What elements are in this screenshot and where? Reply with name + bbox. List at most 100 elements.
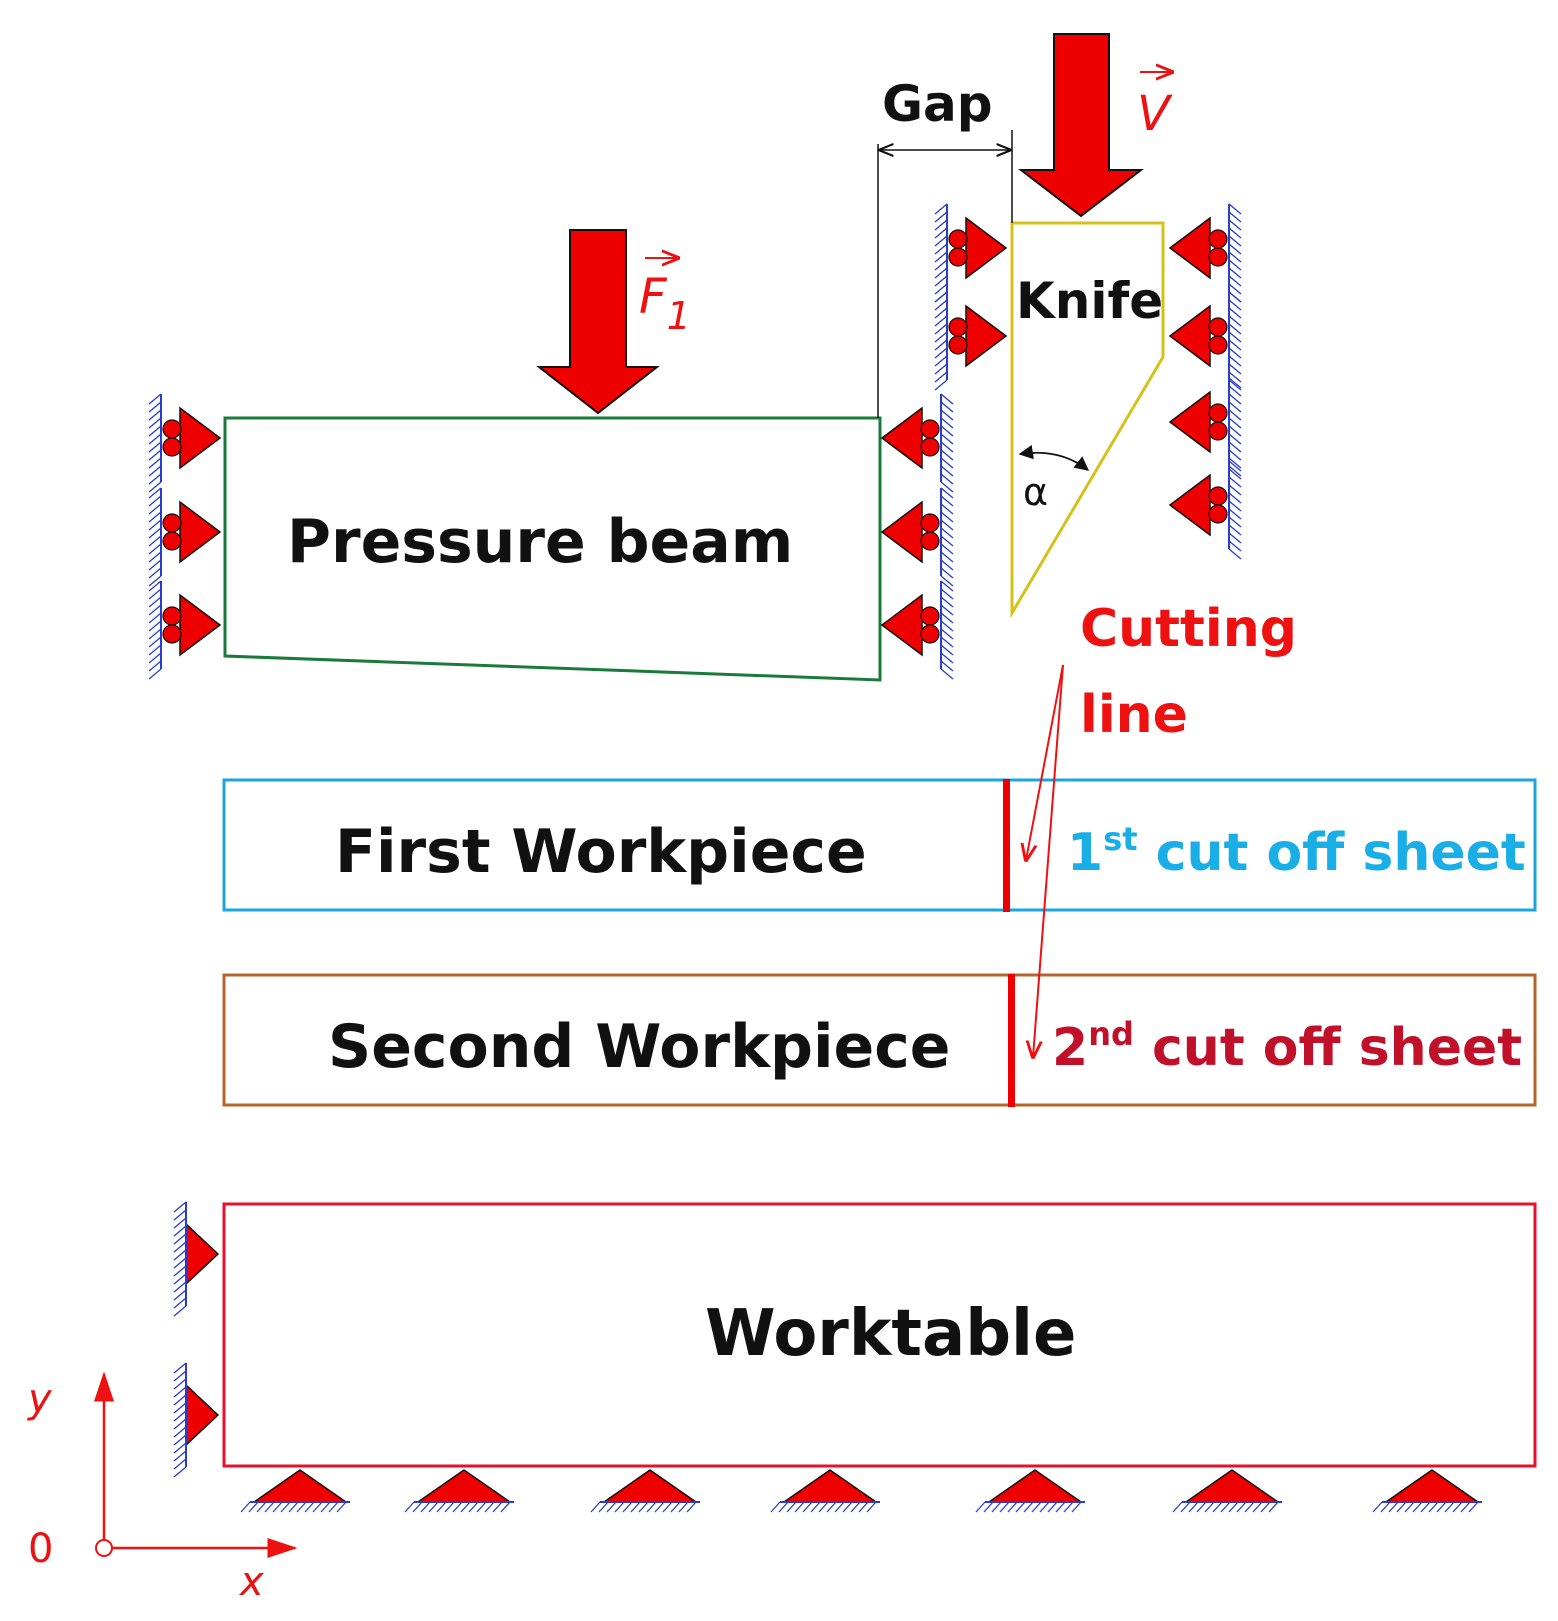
cutting-line-label-1: Cutting: [1080, 599, 1297, 659]
worktable-ground-support-6-hatch: [1188, 1501, 1199, 1513]
cut1-label: 1st cut off sheet: [1067, 820, 1526, 883]
beam-left-roller-support-1-hatch: [148, 465, 162, 477]
knife-body: [1010, 221, 1165, 619]
beam-right-roller-support-3-hatch: [940, 652, 954, 664]
worktable-left-pin-support-1-hatch: [173, 1289, 187, 1301]
worktable-ground-support-6-hatch: [1236, 1501, 1247, 1513]
beam-right-roller-support-1-hatch: [940, 401, 954, 413]
knife-left-roller-support-1-hatch: [934, 251, 948, 263]
knife-right-roller-support-1: [1168, 203, 1242, 303]
cutting-line-first-marker: [1003, 779, 1010, 912]
cut1-superscript: st: [1103, 820, 1137, 858]
beam-left-roller-support-1-hatch: [148, 401, 162, 413]
beam-right-roller-support-1-triangle: [880, 406, 923, 470]
knife-right-roller-support-4-hatch: [1228, 508, 1242, 520]
beam-right-roller-support-3-hatch: [940, 612, 954, 624]
knife-right-roller-support-4-hatch: [1228, 532, 1242, 544]
worktable-left-pin-support-2-hatch: [173, 1426, 187, 1438]
knife-left-roller-support-2-hatch: [934, 307, 948, 319]
worktable-ground-support-4-hatch: [834, 1501, 845, 1513]
knife-left-roller-support-2-roller-top: [948, 317, 968, 337]
worktable-ground-support-1: [240, 1469, 350, 1513]
knife-right-roller-support-3-hatch: [1228, 441, 1242, 453]
worktable-ground-support-1-hatch: [312, 1501, 323, 1513]
knife-left-roller-support-1-hatch: [934, 267, 948, 279]
worktable-ground-support-7-hatch: [1460, 1501, 1471, 1513]
worktable-ground-support-4-hatch: [778, 1501, 789, 1513]
worktable-ground-support-7-hatch: [1396, 1501, 1407, 1513]
worktable-ground-support-3-hatch: [598, 1501, 609, 1513]
worktable-ground-support-6-hatch: [1180, 1501, 1191, 1513]
beam-right-roller-support-3-hatch: [940, 628, 954, 640]
worktable-ground-support-3-hatch: [590, 1501, 601, 1513]
knife-right-roller-support-4-hatch: [1228, 540, 1242, 552]
gap-label: Gap: [882, 75, 993, 133]
beam-left-roller-support-1-hatch: [148, 449, 162, 461]
knife-right-roller-support-2-hatch: [1228, 371, 1242, 383]
knife-right-roller-support-1-hatch: [1228, 275, 1242, 287]
worktable-ground-support-7-hatch: [1372, 1501, 1383, 1513]
beam-right-roller-support-1-hatch: [940, 449, 954, 461]
worktable-left-pin-support-2-hatch: [173, 1442, 187, 1454]
beam-right-roller-support-2-hatch: [940, 503, 954, 515]
knife-right-roller-support-4-hatch: [1228, 500, 1242, 512]
worktable-ground-support-3-hatch: [654, 1501, 665, 1513]
worktable-ground-support-6-hatch: [1268, 1501, 1279, 1513]
beam-right-roller-support-3-hatch: [940, 668, 954, 680]
beam-right-roller-support-3-hatch: [940, 604, 954, 616]
worktable-ground-support-5-hatch: [1071, 1501, 1082, 1513]
worktable-ground-support-2-hatch: [484, 1501, 495, 1513]
pressure-beam-body: [223, 416, 882, 682]
knife-left-roller-support-1-roller-top: [948, 229, 968, 249]
knife-right-roller-support-1-hatch: [1228, 211, 1242, 223]
beam-right-roller-support-3-hatch: [940, 660, 954, 672]
worktable-ground-support-1-hatch: [336, 1501, 347, 1513]
worktable-left-pin-support-2-hatch: [173, 1434, 187, 1446]
knife-right-roller-support-1-hatch: [1228, 251, 1242, 263]
worktable-ground-support-3-hatch: [662, 1501, 673, 1513]
knife-right-roller-support-3-hatch: [1228, 393, 1242, 405]
worktable-ground-support-3: [590, 1469, 700, 1513]
beam-right-roller-support-1-hatch: [940, 417, 954, 429]
worktable-ground-support-7-hatch: [1380, 1501, 1391, 1513]
worktable-ground-support-3-hatch: [622, 1501, 633, 1513]
beam-left-roller-support-3-hatch: [148, 604, 162, 616]
worktable-left-pin-support-1-hatch: [173, 1297, 187, 1309]
worktable-left-pin-support-1-hatch: [173, 1225, 187, 1237]
beam-right-roller-support-3-hatch: [940, 636, 954, 648]
worktable-ground-support-5-hatch: [1055, 1501, 1066, 1513]
force-label-main: F: [639, 269, 668, 325]
beam-left-roller-support-1-hatch: [148, 473, 162, 485]
knife-right-roller-support-1-roller-bottom: [1208, 247, 1228, 267]
worktable-ground-support-1-hatch: [240, 1501, 251, 1513]
worktable-ground-support-2: [404, 1469, 514, 1513]
beam-left-roller-support-3-hatch: [148, 588, 162, 600]
knife-left-roller-support-1: [934, 203, 1008, 303]
beam-right-roller-support-1-hatch: [940, 473, 954, 485]
beam-left-roller-support-1-hatch: [148, 417, 162, 429]
beam-right-roller-support-1-hatch: [940, 409, 954, 421]
worktable-body: [222, 1202, 1537, 1468]
knife-right-roller-support-1-hatch: [1228, 219, 1242, 231]
knife-right-roller-support-3-hatch: [1228, 425, 1242, 437]
knife-right-roller-support-2-hatch: [1228, 339, 1242, 351]
knife-left-roller-support-1-hatch: [934, 235, 948, 247]
knife-left-roller-support-2-hatch: [934, 323, 948, 335]
worktable-ground-support-6-hatch: [1220, 1501, 1231, 1513]
worktable-ground-support-2-hatch: [420, 1501, 431, 1513]
worktable-left-pin-support-1-hatch: [173, 1233, 187, 1245]
beam-left-roller-support-2-hatch: [148, 519, 162, 531]
worktable-ground-support-4-hatch: [866, 1501, 877, 1513]
worktable-ground-support-3-hatch: [630, 1501, 641, 1513]
worktable-ground-support-5-hatch: [983, 1501, 994, 1513]
worktable-ground-support-1-hatch: [288, 1501, 299, 1513]
worktable-ground-support-3-hatch: [670, 1501, 681, 1513]
worktable-ground-support-5-hatch: [975, 1501, 986, 1513]
worktable-ground-support-7-hatch: [1428, 1501, 1439, 1513]
worktable-ground-support-5-triangle: [986, 1469, 1084, 1503]
beam-right-roller-support-2-hatch: [940, 519, 954, 531]
knife-right-roller-support-3-roller-top: [1208, 403, 1228, 423]
worktable-ground-support-4-hatch: [770, 1501, 781, 1513]
worktable-ground-support-7-hatch: [1388, 1501, 1399, 1513]
worktable-ground-support-5: [975, 1469, 1085, 1513]
